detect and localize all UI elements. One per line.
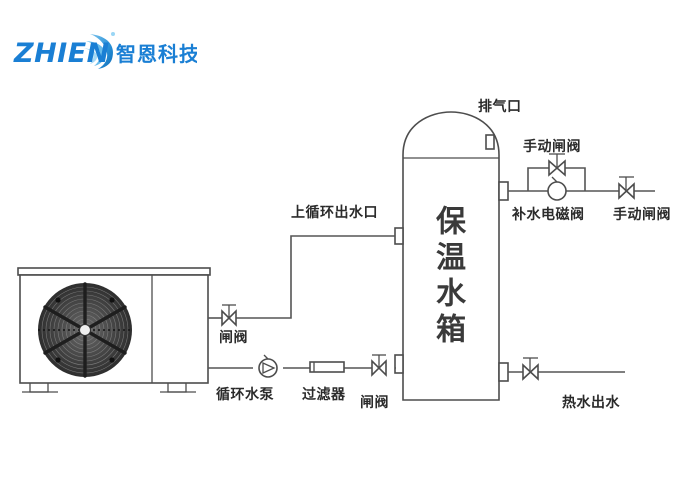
heat-pump-unit bbox=[17, 267, 211, 393]
insulated-water-tank bbox=[394, 111, 509, 401]
tank-makeup-inlet-nozzle bbox=[498, 181, 509, 201]
label-upper-circ-outlet: 上循环出水口 bbox=[291, 205, 378, 221]
manual-gate-valve-1-symbol bbox=[548, 153, 566, 177]
tank-upper-circ-nozzle bbox=[394, 227, 404, 245]
heat-pump-feet bbox=[22, 383, 196, 393]
hot-water-gate-valve-symbol bbox=[522, 357, 539, 381]
label-circulation-pump: 循环水泵 bbox=[216, 387, 274, 403]
water-filter-symbol bbox=[309, 361, 345, 373]
swoosh-icon bbox=[83, 32, 115, 69]
exhaust-port-nozzle bbox=[485, 134, 495, 150]
label-manual-gate-valve-2: 手动闸阀 bbox=[613, 207, 671, 223]
pipe-upper-circulation bbox=[236, 235, 395, 319]
label-gate-valve-2: 闸阀 bbox=[360, 395, 389, 411]
tank-hot-water-nozzle bbox=[498, 362, 509, 382]
label-gate-valve-1: 闸阀 bbox=[219, 330, 248, 346]
makeup-solenoid-valve-symbol bbox=[547, 176, 567, 201]
fan-grille-icon bbox=[38, 282, 132, 378]
logo-wordmark: ZHIEN bbox=[13, 38, 110, 69]
circulation-pump-symbol bbox=[258, 354, 278, 378]
brand-logo: ZHIEN 智恩科技 bbox=[13, 32, 197, 69]
gate-valve-1-symbol bbox=[221, 304, 237, 327]
tank-shell bbox=[402, 111, 500, 401]
label-makeup-solenoid: 补水电磁阀 bbox=[512, 207, 585, 223]
tank-label: 保温水箱 bbox=[430, 205, 465, 349]
gate-valve-2-symbol bbox=[371, 354, 387, 377]
label-water-filter: 过滤器 bbox=[302, 387, 346, 403]
label-hot-water-outlet: 热水出水 bbox=[562, 395, 620, 411]
logo-chinese-name: 智恩科技 bbox=[116, 42, 197, 66]
manual-gate-valve-2-symbol bbox=[618, 176, 635, 200]
heat-pump-top-panel bbox=[17, 267, 211, 276]
tank-return-inlet-nozzle bbox=[394, 354, 404, 374]
label-exhaust-port: 排气口 bbox=[478, 99, 522, 115]
label-manual-gate-valve-1: 手动闸阀 bbox=[523, 139, 581, 155]
